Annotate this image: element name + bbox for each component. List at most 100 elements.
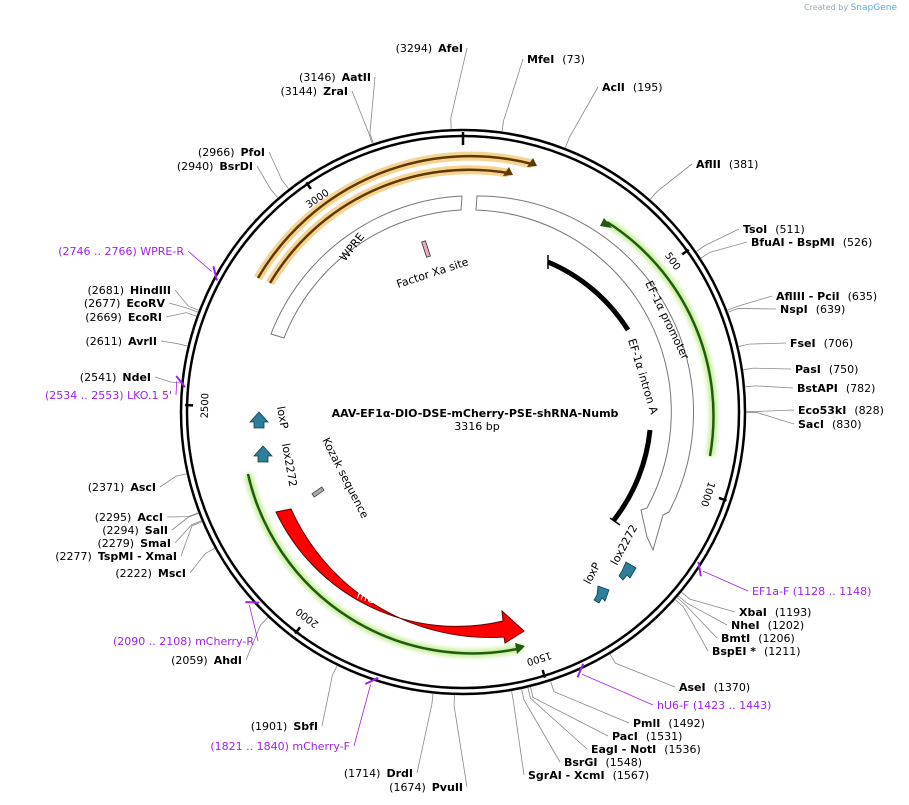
feature-mcherry[interactable] xyxy=(275,508,525,644)
site-name: ZraI xyxy=(323,85,348,98)
primer-label[interactable]: (2534 .. 2553) LKO.1 5' xyxy=(45,389,172,402)
site-label[interactable]: SacI(830) xyxy=(798,418,862,431)
backbone-outer xyxy=(179,128,747,696)
feature-orange-inner[interactable] xyxy=(268,168,509,284)
primer-mark[interactable] xyxy=(697,561,702,577)
primer-mark[interactable] xyxy=(175,375,186,388)
site-name: PacI xyxy=(612,730,638,743)
feature-factor-xa[interactable] xyxy=(421,240,431,258)
site-label[interactable]: BstAPI(782) xyxy=(797,382,875,395)
site-leader-line xyxy=(550,680,630,724)
site-label[interactable]: MfeI(73) xyxy=(527,53,585,66)
site-label[interactable]: NspI(639) xyxy=(780,303,845,316)
site-name: BsrGI xyxy=(564,756,597,769)
primer-mark[interactable] xyxy=(212,266,218,281)
feature-ef1a-intron[interactable] xyxy=(547,259,631,332)
loxp-left-icon[interactable] xyxy=(249,411,269,429)
primer-mark[interactable] xyxy=(576,663,585,678)
site-label[interactable]: PmlI(1492) xyxy=(633,717,705,730)
site-label[interactable]: (2669)EcoRI xyxy=(85,311,162,324)
feature-label-loxp-left: loxP xyxy=(274,405,291,430)
site-label[interactable]: (2966)PfoI xyxy=(198,146,265,159)
site-label[interactable]: (1674)PvuII xyxy=(389,781,463,794)
site-label[interactable]: AflIII - PciI(635) xyxy=(776,290,877,303)
primer-leader-line xyxy=(581,673,654,706)
site-label[interactable]: AseI(1370) xyxy=(679,681,750,694)
site-label[interactable]: (1901)SbfI xyxy=(251,720,318,733)
site-position: (1202) xyxy=(768,619,805,632)
feature-kozak[interactable] xyxy=(311,486,325,498)
site-label[interactable]: (2541)NdeI xyxy=(80,371,151,384)
lox2272-right-icon[interactable] xyxy=(618,561,637,581)
primer-label[interactable]: (2090 .. 2108) mCherry-R xyxy=(113,635,254,648)
site-position: (2940) xyxy=(177,160,214,173)
primer-mark[interactable] xyxy=(364,676,379,685)
site-position: (2677) xyxy=(84,297,121,310)
site-position: (2294) xyxy=(102,524,139,537)
site-name: BstAPI xyxy=(797,382,838,395)
site-label[interactable]: AclI(195) xyxy=(602,81,663,94)
loxp-right-icon[interactable] xyxy=(593,585,610,604)
site-label[interactable]: (2294)SalI xyxy=(102,524,168,537)
site-label[interactable]: AflII(381) xyxy=(696,158,758,171)
site-position: (1548) xyxy=(605,756,642,769)
site-position: (511) xyxy=(775,223,805,236)
site-name: TspMI - XmaI xyxy=(98,550,177,563)
site-label[interactable]: (3146)AatII xyxy=(299,71,371,84)
site-position: (2295) xyxy=(95,511,132,524)
site-leader-line xyxy=(527,687,588,750)
site-position: (639) xyxy=(816,303,846,316)
site-leader-line xyxy=(174,520,202,544)
site-name: SacI xyxy=(798,418,824,431)
feature-label-ef1a-intron: EF-1α intron A xyxy=(625,337,660,416)
feature-ef1a-intron-lower[interactable] xyxy=(612,429,653,522)
feature-orange-outer[interactable] xyxy=(256,154,533,279)
site-label[interactable]: (1714)DrdI xyxy=(344,767,413,780)
site-label[interactable]: (2371)AscI xyxy=(88,481,156,494)
site-label[interactable]: (3144)ZraI xyxy=(281,85,349,98)
site-label[interactable]: (2295)AccI xyxy=(95,511,163,524)
site-label[interactable]: EagI - NotI(1536) xyxy=(591,743,701,756)
site-label[interactable]: (2677)EcoRV xyxy=(84,297,166,310)
site-label[interactable]: XbaI(1193) xyxy=(739,606,811,619)
site-leader-line xyxy=(180,521,203,557)
site-label[interactable]: NheI(1202) xyxy=(731,619,804,632)
lox2272-left-icon[interactable] xyxy=(253,445,273,463)
site-label[interactable]: (2279)SmaI xyxy=(98,537,171,550)
site-label[interactable]: PasI(750) xyxy=(795,363,858,376)
site-label[interactable]: BfuAI - BspMI(526) xyxy=(751,236,872,249)
site-label[interactable]: BmtI(1206) xyxy=(721,632,795,645)
primer-label[interactable]: (2746 .. 2766) WPRE-R xyxy=(58,245,184,258)
scale-tick-label: 2000 xyxy=(294,605,321,629)
site-label[interactable]: (2681)HindIII xyxy=(87,284,171,297)
site-label[interactable]: (2940)BsrDI xyxy=(177,160,253,173)
site-position: (2059) xyxy=(171,654,208,667)
feature-wpre-outline[interactable] xyxy=(270,195,463,339)
site-position: (2669) xyxy=(85,311,122,324)
site-position: (750) xyxy=(829,363,859,376)
site-position: (3146) xyxy=(299,71,336,84)
site-label[interactable]: (2611)AvrII xyxy=(86,335,157,348)
site-label[interactable]: (3294)AfeI xyxy=(396,42,463,55)
feature-mcherry-green[interactable] xyxy=(246,473,523,655)
site-leader-line xyxy=(165,312,197,318)
site-label[interactable]: (2222)MscI xyxy=(115,567,186,580)
feature-wpre-outline-right[interactable] xyxy=(475,195,695,552)
primer-label[interactable]: (1821 .. 1840) mCherry-F xyxy=(210,740,350,753)
site-label[interactable]: SgrAI - XcmI(1567) xyxy=(528,769,649,782)
site-label[interactable]: (2059)AhdI xyxy=(171,654,242,667)
site-label[interactable]: BsrGI (1548) xyxy=(564,756,642,769)
site-label[interactable]: BspEI *(1211) xyxy=(712,645,801,658)
site-name: AscI xyxy=(130,481,156,494)
site-label[interactable]: (2277)TspMI - XmaI xyxy=(55,550,177,563)
site-label[interactable]: Eco53kI(828) xyxy=(798,404,884,417)
site-label[interactable]: PacI(1531) xyxy=(612,730,682,743)
site-position: (635) xyxy=(848,290,878,303)
primer-label[interactable]: hU6-F (1423 .. 1443) xyxy=(657,699,771,712)
site-name: BmtI xyxy=(721,632,750,645)
site-label[interactable]: TsoI(511) xyxy=(743,223,805,236)
site-label[interactable]: FseI(706) xyxy=(790,337,853,350)
primer-label[interactable]: EF1a-F (1128 .. 1148) xyxy=(752,585,871,598)
feature-ef1a-promoter[interactable] xyxy=(606,220,715,457)
site-leader-line xyxy=(745,409,795,412)
